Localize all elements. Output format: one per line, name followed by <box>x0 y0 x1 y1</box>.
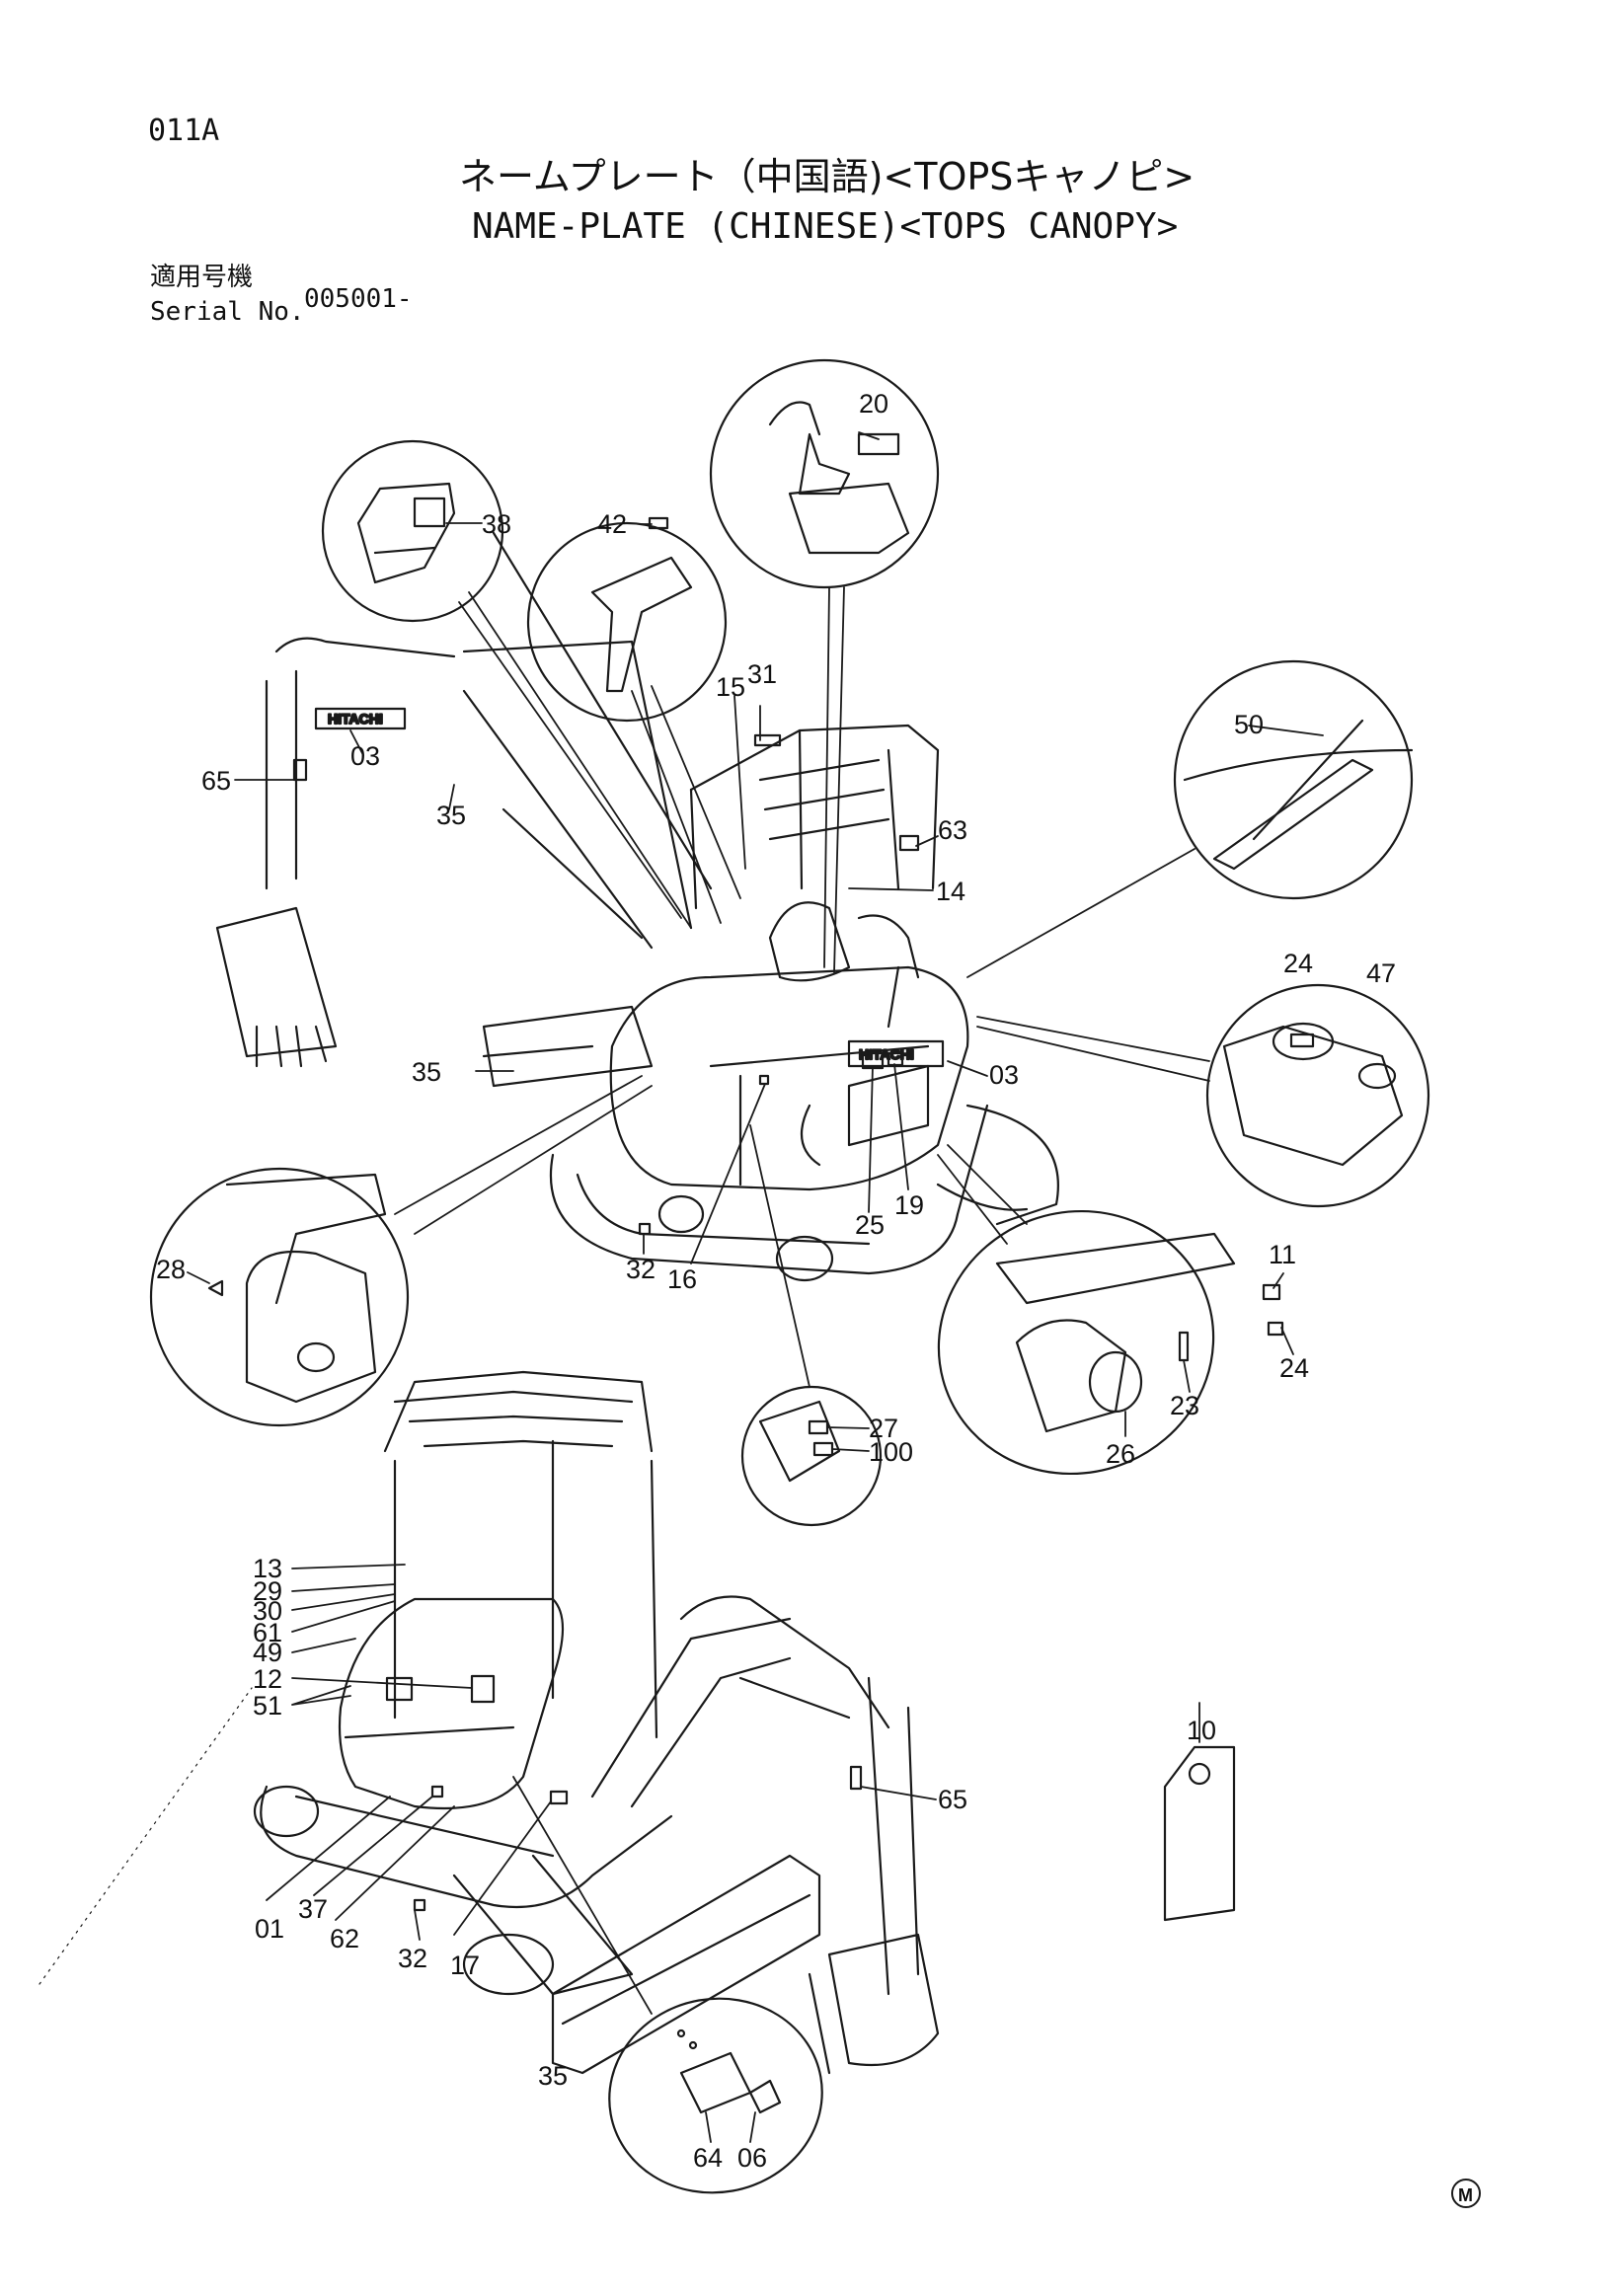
callout-49: 49 <box>253 1638 282 1667</box>
detail-38-bracket <box>321 439 504 623</box>
serial-label-english: Serial No. <box>150 297 305 327</box>
callout-47: 47 <box>1366 958 1396 988</box>
callout-38: 38 <box>482 509 511 539</box>
callout-65-upper: 65 <box>201 766 231 796</box>
detail-11-23-24-26-pump <box>937 1209 1284 1476</box>
callout-24-hood: 24 <box>1283 949 1313 978</box>
callout-32-lower: 32 <box>398 1944 427 1973</box>
callout-14: 14 <box>936 877 965 906</box>
callout-03-upper-boom: 03 <box>350 741 380 771</box>
brand-text: HITACHI <box>859 1046 914 1062</box>
callout-10: 10 <box>1187 1716 1216 1745</box>
callout-15: 15 <box>716 672 745 702</box>
callout-63: 63 <box>938 815 967 845</box>
callout-13: 13 <box>253 1554 282 1583</box>
callout-11: 11 <box>1269 1240 1296 1269</box>
callout-100: 100 <box>869 1437 913 1467</box>
callout-01: 01 <box>255 1914 284 1944</box>
callout-25: 25 <box>855 1210 885 1240</box>
callout-64: 64 <box>693 2143 723 2173</box>
title-japanese: ネームプレート（中国語)<TOPSキャノピ> <box>459 155 1196 198</box>
detail-24-47-hood <box>1205 983 1430 1208</box>
callout-24-pump: 24 <box>1279 1353 1309 1383</box>
page-code: 011A <box>148 114 220 148</box>
detail-20-control-lever <box>709 358 940 589</box>
title-english: NAME-PLATE (CHINESE)<TOPS CANOPY> <box>472 206 1179 247</box>
serial-label-japanese: 適用号機 <box>150 263 254 292</box>
tag-10-drawing <box>1163 1745 1236 1922</box>
callout-62: 62 <box>330 1924 359 1953</box>
callout-37: 37 <box>298 1894 328 1924</box>
brand-text-boom: HITACHI <box>328 711 383 727</box>
callout-29: 29 <box>253 1576 282 1606</box>
callout-35-lower: 35 <box>538 2061 568 2091</box>
callout-61: 61 <box>253 1618 282 1647</box>
callout-16: 16 <box>667 1264 697 1294</box>
callout-31: 31 <box>747 659 777 689</box>
callout-28: 28 <box>156 1255 186 1284</box>
callout-03-upper-body: 03 <box>989 1060 1019 1090</box>
callout-35-upper-boom: 35 <box>436 801 466 830</box>
callout-51: 51 <box>253 1691 282 1721</box>
callout-23: 23 <box>1170 1391 1199 1420</box>
lower-excavator-drawing <box>253 1370 940 2075</box>
detail-64-06-bolt-plate <box>608 1997 823 2194</box>
upper-excavator-drawing: HITACHI HITACHI <box>215 531 1059 1282</box>
callout-32-upper: 32 <box>626 1255 656 1284</box>
detail-28-engine <box>149 1167 410 1427</box>
callout-06: 06 <box>737 2143 767 2173</box>
callout-labels: 20 38 42 15 31 65 03 35 63 14 50 24 47 3… <box>156 389 1396 2173</box>
callout-20: 20 <box>859 389 888 419</box>
callout-65-lower: 65 <box>938 1785 967 1814</box>
serial-number-value: 005001- <box>304 284 413 314</box>
callout-17: 17 <box>450 1951 480 1980</box>
footer-mark: M <box>1458 2185 1473 2205</box>
callout-35-upper-blade: 35 <box>412 1057 441 1087</box>
callout-26: 26 <box>1106 1439 1135 1469</box>
callout-12: 12 <box>253 1664 282 1694</box>
detail-50-window <box>1173 659 1414 900</box>
callout-42: 42 <box>597 509 627 539</box>
detail-42-stay <box>526 516 728 723</box>
detail-27-100-plate <box>740 1385 883 1527</box>
callout-19: 19 <box>894 1190 924 1220</box>
callout-50: 50 <box>1234 710 1264 739</box>
callout-27: 27 <box>869 1414 898 1443</box>
callout-30: 30 <box>253 1596 282 1626</box>
